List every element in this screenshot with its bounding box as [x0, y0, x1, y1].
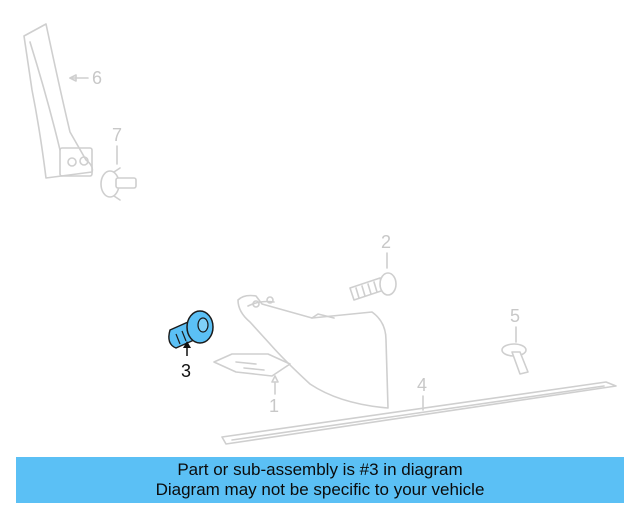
callout-3: 3: [181, 361, 191, 381]
banner-line-part: Part or sub-assembly is #3 in diagram: [177, 460, 463, 479]
part-3-clip-highlighted[interactable]: [168, 310, 214, 349]
part-5-push-pin[interactable]: [501, 343, 529, 375]
part-1-bracket[interactable]: [213, 294, 389, 409]
banner-line-disclaimer: Diagram may not be specific to your vehi…: [155, 480, 485, 499]
leader-arrow-6: [69, 74, 77, 82]
part-6-pillar-trim[interactable]: [23, 23, 94, 179]
callout-7: 7: [112, 125, 122, 145]
callout-6: 6: [92, 68, 102, 88]
callout-1: 1: [269, 396, 279, 416]
callout-4: 4: [417, 375, 427, 395]
callout-5: 5: [510, 306, 520, 326]
part-2-bolt[interactable]: [349, 272, 397, 301]
part-4-molding[interactable]: [221, 381, 617, 445]
part-7-clip[interactable]: [100, 167, 137, 201]
leader-arrow-3: [183, 341, 191, 348]
leader-arrow-1: [271, 375, 279, 383]
info-banner: Part or sub-assembly is #3 in diagram Di…: [16, 457, 624, 503]
callout-2: 2: [381, 232, 391, 252]
parts-diagram: 6 7 2 1 4 5: [23, 23, 617, 445]
